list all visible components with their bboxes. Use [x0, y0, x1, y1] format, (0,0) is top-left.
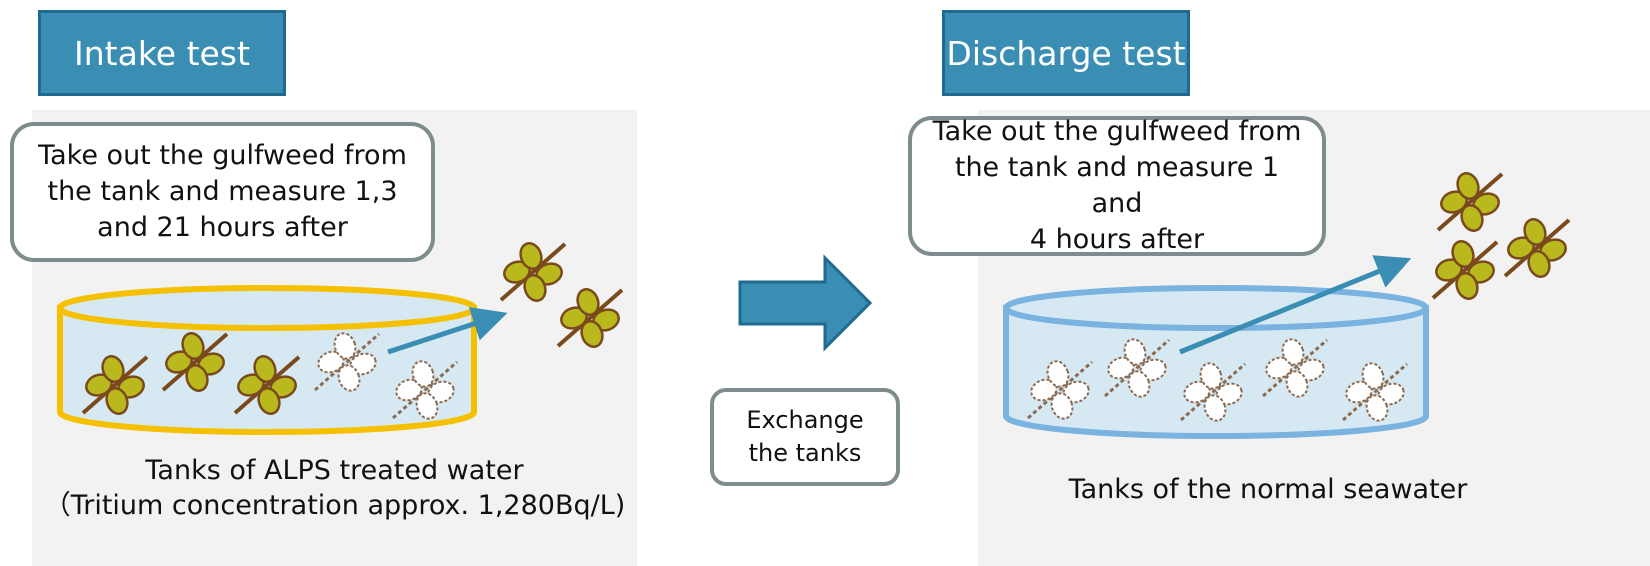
take-out-arrow: [387, 307, 508, 355]
discharge-callout-line: 4 hours after: [1029, 224, 1205, 255]
discharge-callout-line: Take out the gulfweed from: [932, 116, 1302, 147]
intake-callout-line: and 21 hours after: [97, 212, 348, 243]
discharge-title: Discharge test: [942, 10, 1190, 96]
discharge-callout: Take out the gulfweed from the tank and …: [908, 116, 1326, 256]
exchange-callout: Exchange the tanks: [710, 388, 900, 486]
intake-title: Intake test: [38, 10, 286, 96]
intake-callout-line: Take out the gulfweed from: [38, 140, 407, 171]
discharge-callout-line: the tank and measure 1 and: [954, 152, 1280, 219]
intake-callout: Take out the gulfweed from the tank and …: [10, 122, 435, 262]
intake-caption-line: Tanks of ALPS treated water: [145, 455, 524, 486]
gulfweed-sprig-icon: [1436, 168, 1504, 236]
exchange-line: Exchange: [746, 406, 864, 434]
discharge-caption: Tanks of the normal seawater: [978, 472, 1558, 507]
intake-callout-line: the tank and measure 1,3: [47, 176, 398, 207]
discharge-title-text: Discharge test: [946, 33, 1186, 73]
intake-caption: Tanks of ALPS treated water （Tritium con…: [32, 453, 637, 523]
gulfweed-sprig-icon: [499, 238, 567, 306]
gulfweed-sprig-icon: [1503, 214, 1571, 282]
take-out-arrow: [1179, 255, 1412, 355]
gulfweed-sprig-icon: [1431, 236, 1499, 304]
intake-title-text: Intake test: [74, 33, 250, 73]
discharge-caption-line: Tanks of the normal seawater: [1068, 474, 1468, 505]
intake-caption-line: （Tritium concentration approx. 1,280Bq/L…: [43, 490, 626, 521]
exchange-arrow-icon: [738, 254, 873, 352]
exchange-line: the tanks: [748, 439, 862, 467]
gulfweed-sprig-icon: [556, 284, 624, 352]
